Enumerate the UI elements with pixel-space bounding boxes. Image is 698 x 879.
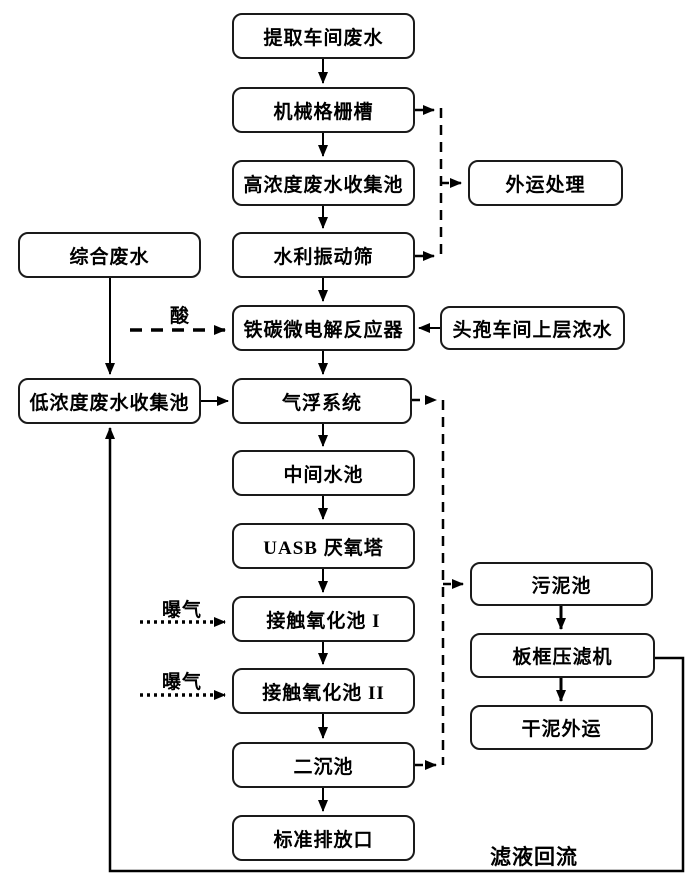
node-high-concentration-collection-tank: 高浓度废水收集池	[232, 160, 415, 206]
node-hydraulic-vibrating-screen: 水利振动筛	[232, 232, 415, 278]
node-cephalosporin-workshop-upper-concentrate: 头孢车间上层浓水	[440, 306, 625, 350]
node-intermediate-pool: 中间水池	[232, 450, 415, 496]
node-extract-workshop-wastewater: 提取车间废水	[232, 13, 415, 59]
node-dry-mud-outward-transport: 干泥外运	[470, 705, 653, 750]
edge-label-aeration-2: 曝气	[162, 672, 203, 693]
node-standard-discharge-outlet: 标准排放口	[232, 815, 415, 861]
node-iron-carbon-micro-electrolysis-reactor: 铁碳微电解反应器	[232, 305, 415, 351]
node-comprehensive-wastewater: 综合废水	[18, 232, 201, 278]
edge-label-aeration-1: 曝气	[162, 600, 203, 621]
node-external-transport-treatment: 外运处理	[468, 160, 623, 206]
edge-label-filtrate-reflux: 滤液回流	[490, 845, 578, 869]
node-sludge-tank: 污泥池	[470, 562, 653, 606]
node-plate-frame-filter-press: 板框压滤机	[470, 633, 655, 678]
node-contact-oxidation-tank-2: 接触氧化池 II	[232, 668, 415, 714]
node-low-concentration-collection-tank: 低浓度废水收集池	[18, 378, 201, 424]
edge-label-acid: 酸	[170, 306, 191, 327]
node-secondary-sedimentation-tank: 二沉池	[232, 742, 415, 788]
node-mechanical-grid-trough: 机械格栅槽	[232, 87, 415, 133]
node-uasb-anaerobic-tower: UASB 厌氧塔	[232, 523, 415, 569]
node-air-flotation-system: 气浮系统	[232, 378, 412, 424]
node-contact-oxidation-tank-1: 接触氧化池 I	[232, 596, 415, 642]
